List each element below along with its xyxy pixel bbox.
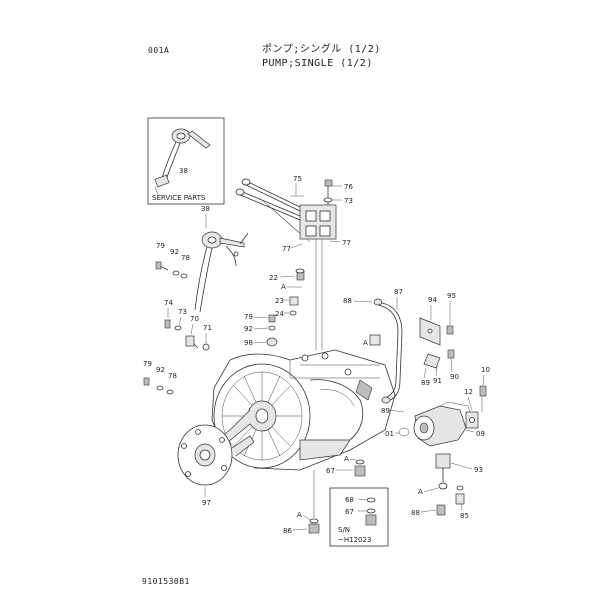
label-92-mid: 92 [244, 325, 253, 333]
ref-mark-a5: A [297, 511, 302, 519]
label-10: 10 [481, 366, 490, 374]
label-94: 94 [428, 296, 437, 304]
drawing-number: 9101530B1 [142, 577, 190, 586]
bolt-washer-set-lower [143, 377, 174, 395]
label-22: 22 [269, 274, 278, 282]
label-77-left: 77 [282, 245, 291, 253]
label-85: 85 [460, 512, 469, 520]
label-23: 23 [275, 297, 284, 305]
pressure-pipe-87 [369, 298, 403, 404]
label-38-inset: 38 [179, 167, 188, 175]
label-92-upper: 92 [170, 248, 179, 256]
label-91: 91 [433, 377, 442, 385]
small-parts-column [266, 268, 305, 347]
label-74: 74 [164, 299, 173, 307]
label-75: 75 [293, 175, 302, 183]
label-38: 38 [201, 205, 210, 213]
control-rod-assembly [235, 178, 337, 350]
label-93: 93 [474, 466, 483, 474]
serial-part-68: 68 [345, 496, 354, 504]
title-english: PUMP;SINGLE (1/2) [262, 58, 373, 69]
label-88-upper: 88 [343, 297, 352, 305]
label-71: 71 [203, 324, 212, 332]
ref-mark-a3: A [418, 488, 423, 496]
label-73-left: 73 [178, 308, 187, 316]
ref-mark-a1: A [281, 283, 286, 291]
label-98: 98 [244, 339, 253, 347]
label-79-mid: 79 [244, 313, 253, 321]
service-parts-inset: 38 SERVICE PARTS [147, 117, 225, 205]
label-78-upper: 78 [181, 254, 190, 262]
title-japanese: ポンプ;シングル (1/2) [262, 44, 381, 55]
bolt-washer-set-upper [155, 261, 188, 279]
page-code: 001A [148, 46, 170, 55]
label-88-lower: 88 [411, 509, 420, 517]
serial-range-box [329, 487, 389, 547]
label-79-upper: 79 [156, 242, 165, 250]
gear-pump-01 [398, 385, 487, 447]
label-12: 12 [464, 388, 473, 396]
label-87: 87 [394, 288, 403, 296]
serial-part-67: 67 [345, 508, 354, 516]
ref-mark-a4: A [344, 455, 349, 463]
drain-plug-86 [308, 470, 320, 534]
service-parts-label: SERVICE PARTS [152, 194, 206, 202]
ref-mark-a2: A [363, 339, 368, 347]
label-97: 97 [202, 499, 211, 507]
label-01: 01 [385, 430, 394, 438]
main-pump-housing [211, 349, 396, 471]
serial-number-range: ~H12023 [338, 536, 371, 544]
label-77-right: 77 [342, 239, 351, 247]
label-95: 95 [447, 292, 456, 300]
label-89-upper: 89 [421, 379, 430, 387]
plug-67 [354, 459, 366, 477]
serial-number-label: S/N [338, 526, 350, 534]
left-fitting-parts [164, 319, 210, 351]
label-86: 86 [283, 527, 292, 535]
label-78-lower: 78 [168, 372, 177, 380]
label-67: 67 [326, 467, 335, 475]
coupling-disk-97 [177, 424, 255, 486]
label-92-lower: 92 [156, 366, 165, 374]
label-09: 09 [476, 430, 485, 438]
fitting-93 [435, 453, 465, 516]
label-24: 24 [275, 310, 284, 318]
label-90: 90 [450, 373, 459, 381]
inset-sensor-part [154, 128, 211, 195]
mounting-bracket-94 [419, 317, 455, 369]
sensor-arm-38 [194, 231, 249, 313]
label-76: 76 [344, 183, 353, 191]
label-89-lower: 89 [381, 407, 390, 415]
label-73-top: 73 [344, 197, 353, 205]
label-79-lower: 79 [143, 360, 152, 368]
label-70: 70 [190, 315, 199, 323]
